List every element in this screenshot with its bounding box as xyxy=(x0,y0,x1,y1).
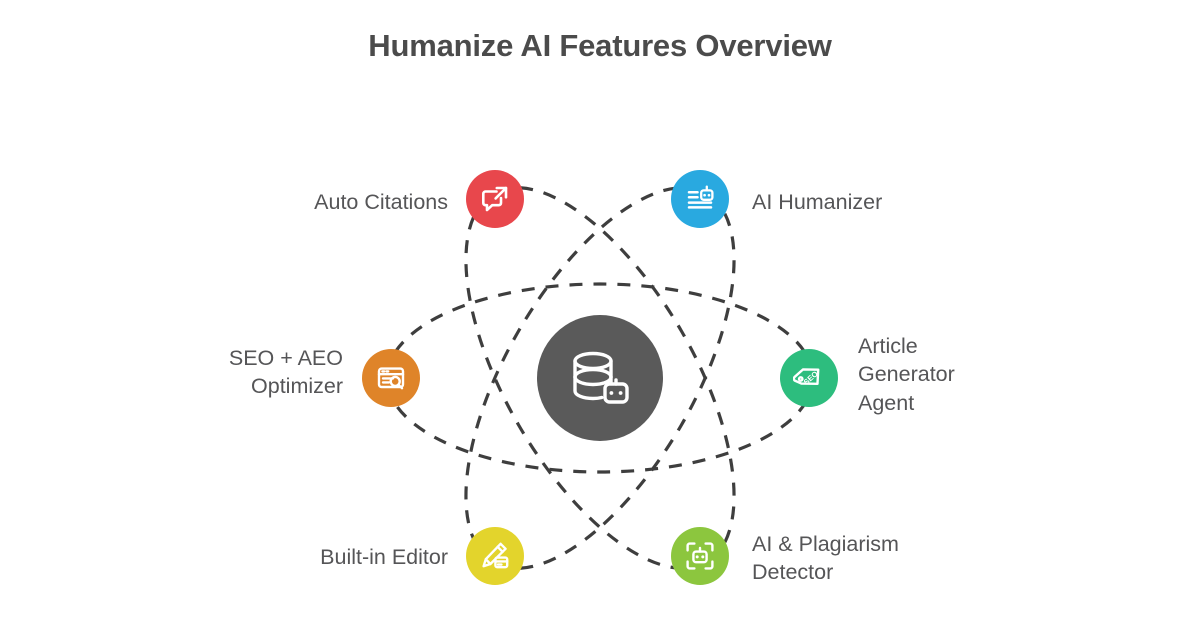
node-article-generator-agent[interactable]: SEO xyxy=(780,349,838,407)
label-built-in-editor: Built-in Editor xyxy=(320,545,448,569)
node-ai-humanizer[interactable] xyxy=(671,170,729,228)
label-seo-aeo-optimizer: SEO + AEO Optimizer xyxy=(228,346,343,399)
label-auto-citations: Auto Citations xyxy=(314,190,448,214)
label-ai-humanizer: AI Humanizer xyxy=(752,190,883,214)
node-ai-plagiarism-detector[interactable] xyxy=(671,527,729,585)
node-auto-citations[interactable] xyxy=(466,170,524,228)
robot-scan-frame-icon xyxy=(684,540,716,572)
label-article-generator-agent: Article Generator Agent xyxy=(858,334,955,415)
node-seo-aeo-optimizer[interactable] xyxy=(362,349,420,407)
node-built-in-editor[interactable] xyxy=(466,527,524,585)
seo-tag-icon: SEO xyxy=(793,362,825,394)
speech-bubble-external-link-icon xyxy=(479,183,511,215)
label-ai-plagiarism-detector: AI & Plagiarism Detector xyxy=(752,532,899,585)
page-title: Humanize AI Features Overview xyxy=(368,28,832,63)
pencil-edit-icon xyxy=(479,540,511,572)
database-robot-icon xyxy=(567,347,633,409)
browser-search-icon xyxy=(375,362,407,394)
document-robot-icon xyxy=(684,183,716,215)
core-hub[interactable] xyxy=(537,315,663,441)
